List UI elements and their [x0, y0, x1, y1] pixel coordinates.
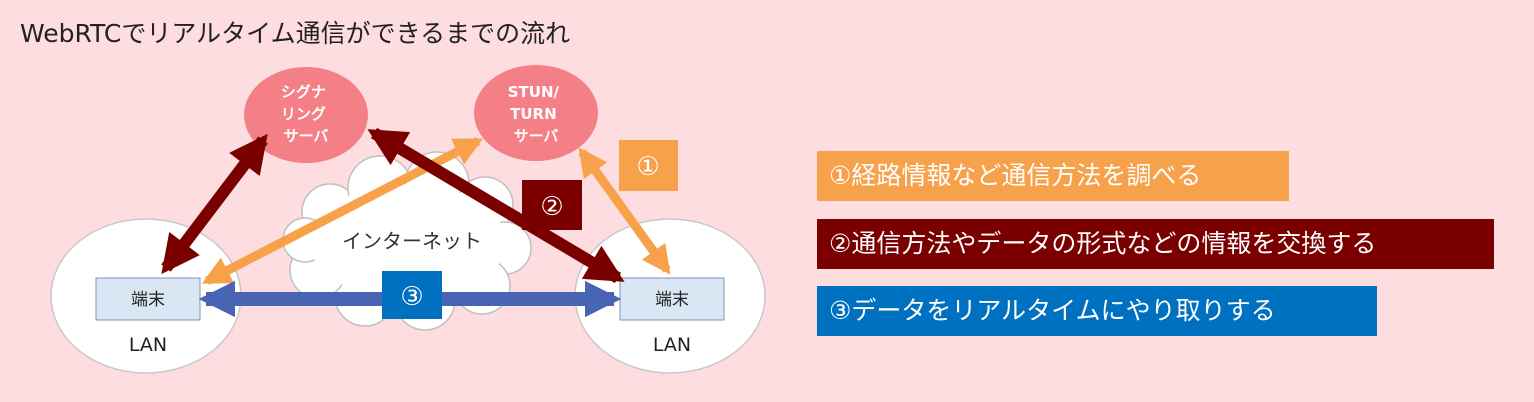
arrow-signaling-right-terminal: [367, 127, 625, 284]
left-lan-label: LAN: [129, 334, 167, 356]
webrtc-flow-diagram: シグナ リング サーバ STUN/ TURN サーバ 端末 端末 LAN LAN…: [50, 65, 766, 374]
legend-step-1: ①経路情報など通信方法を調べる: [817, 151, 1289, 201]
right-lan-label: LAN: [653, 334, 691, 356]
step-2-label: ②: [540, 192, 563, 222]
internet-label: インターネット: [342, 229, 482, 253]
legend-step-3: ③データをリアルタイムにやり取りする: [817, 286, 1377, 336]
arrow-stun-right-terminal: [578, 147, 671, 275]
right-terminal-label: 端末: [655, 290, 689, 310]
signaling-server-label: シグナ リング サーバ: [281, 83, 331, 145]
stun-turn-server-label: STUN/ TURN サーバ: [508, 83, 564, 145]
step-2-marker: [522, 180, 582, 230]
step-1-marker: [619, 140, 678, 191]
diagram-title: WebRTCでリアルタイム通信ができるまでの流れ: [20, 19, 571, 48]
right-terminal: [619, 277, 725, 321]
legend-step-2: ②通信方法やデータの形式などの情報を交換する: [817, 219, 1494, 269]
step-3-marker: [382, 271, 442, 319]
step-3-label: ③: [400, 282, 423, 312]
step-1-label: ①: [636, 152, 659, 182]
left-terminal-label: 端末: [131, 290, 165, 310]
